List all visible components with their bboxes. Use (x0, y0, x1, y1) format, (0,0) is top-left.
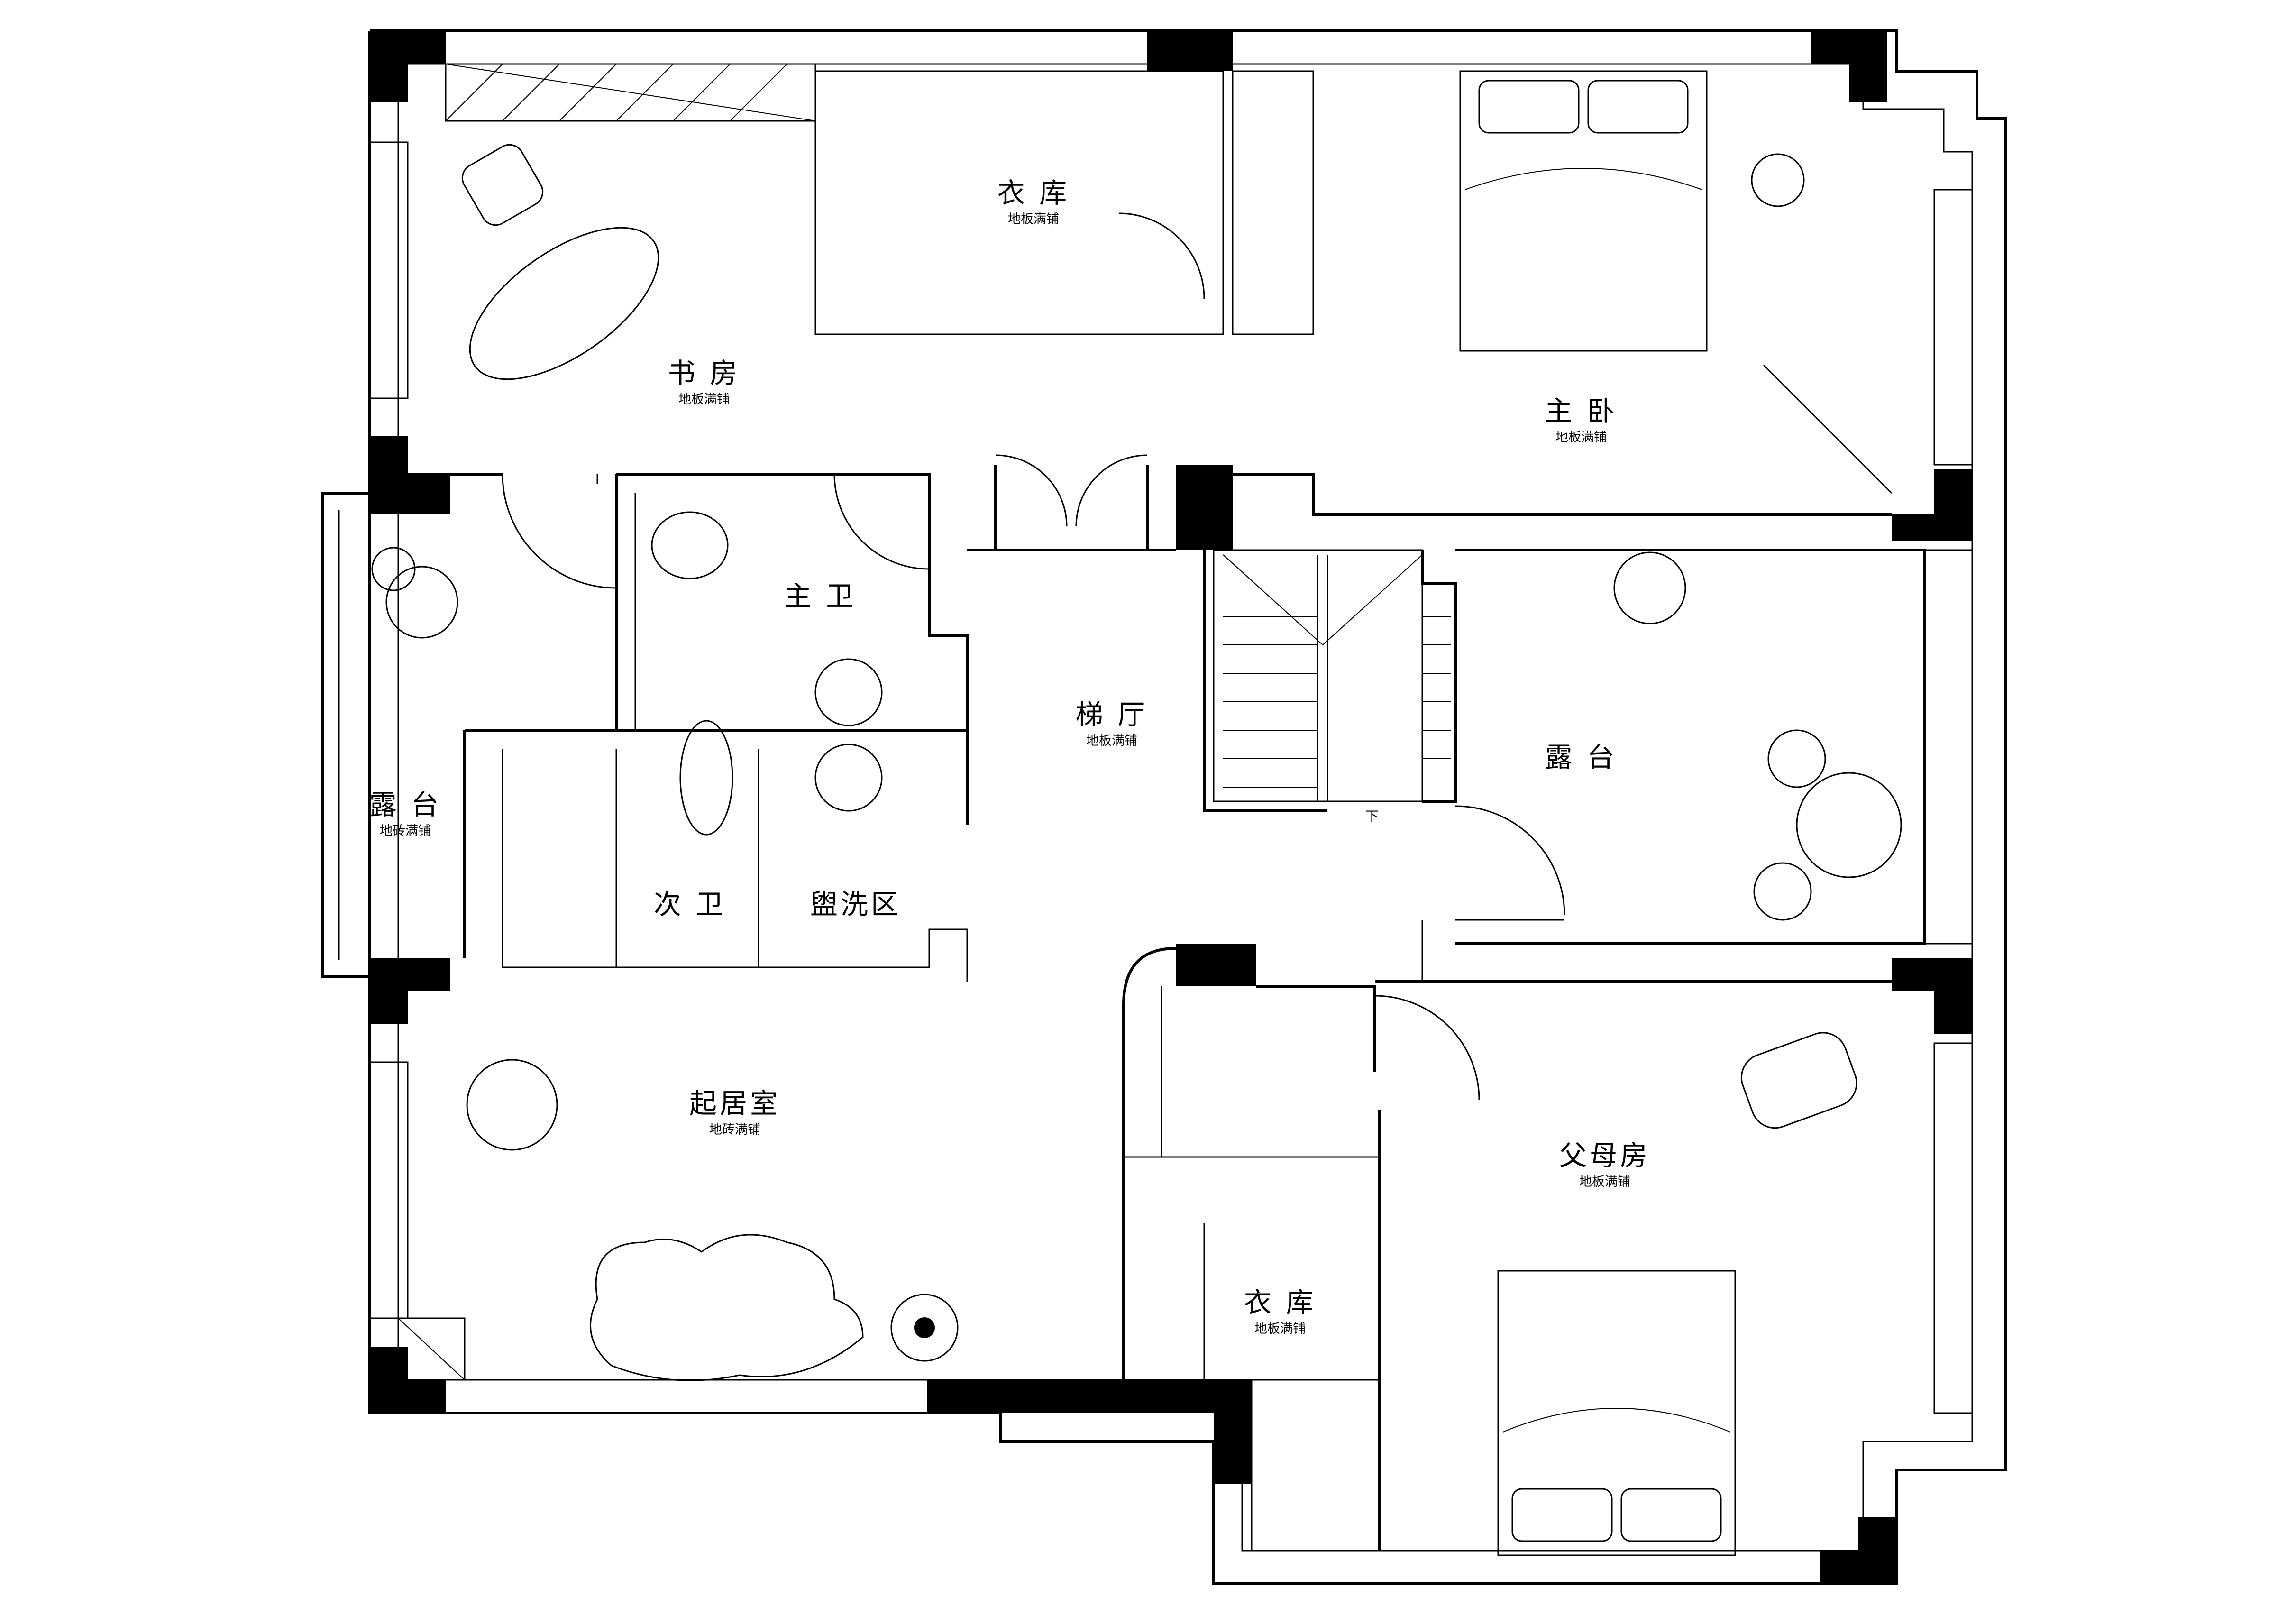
furniture (371, 144, 1902, 1381)
stair-treads (1223, 554, 1451, 801)
stair-down-label: 下 (1365, 808, 1379, 824)
room-name: 起居室 (689, 1087, 781, 1120)
room-name: 梯 厅 (1075, 698, 1148, 731)
columns (370, 31, 1972, 1584)
beds (1459, 70, 1736, 1556)
floor-finish: 地板满铺 (1579, 1175, 1630, 1189)
floor-finish: 地板满铺 (1555, 430, 1607, 445)
doors (502, 212, 1565, 1101)
floor-finish: 地砖满铺 (709, 1122, 760, 1137)
room-name: 次 卫 (653, 888, 726, 920)
room-name: 衣 库 (1244, 1286, 1317, 1319)
floor-finish: 地板满铺 (1086, 734, 1137, 748)
floor-finish: 地板满铺 (678, 392, 730, 407)
room-name: 露 台 (369, 789, 442, 821)
floor-finish: 地板满铺 (1254, 1322, 1306, 1336)
room-name: 衣 库 (997, 177, 1070, 209)
room-name: 露 台 (1545, 741, 1618, 773)
windows (369, 63, 1973, 1414)
room-name: 书 房 (668, 357, 741, 389)
room-name: 父母房 (1559, 1139, 1651, 1172)
room-name: 主 卧 (1545, 395, 1618, 427)
interior-walls (408, 70, 1926, 1552)
floor-finish: 地砖满铺 (380, 824, 431, 838)
exterior-walls (321, 29, 2007, 1585)
floor-finish: 地板满铺 (1008, 212, 1059, 227)
room-name: 主 卫 (784, 580, 857, 612)
room-name: 盥洗区 (810, 888, 902, 920)
